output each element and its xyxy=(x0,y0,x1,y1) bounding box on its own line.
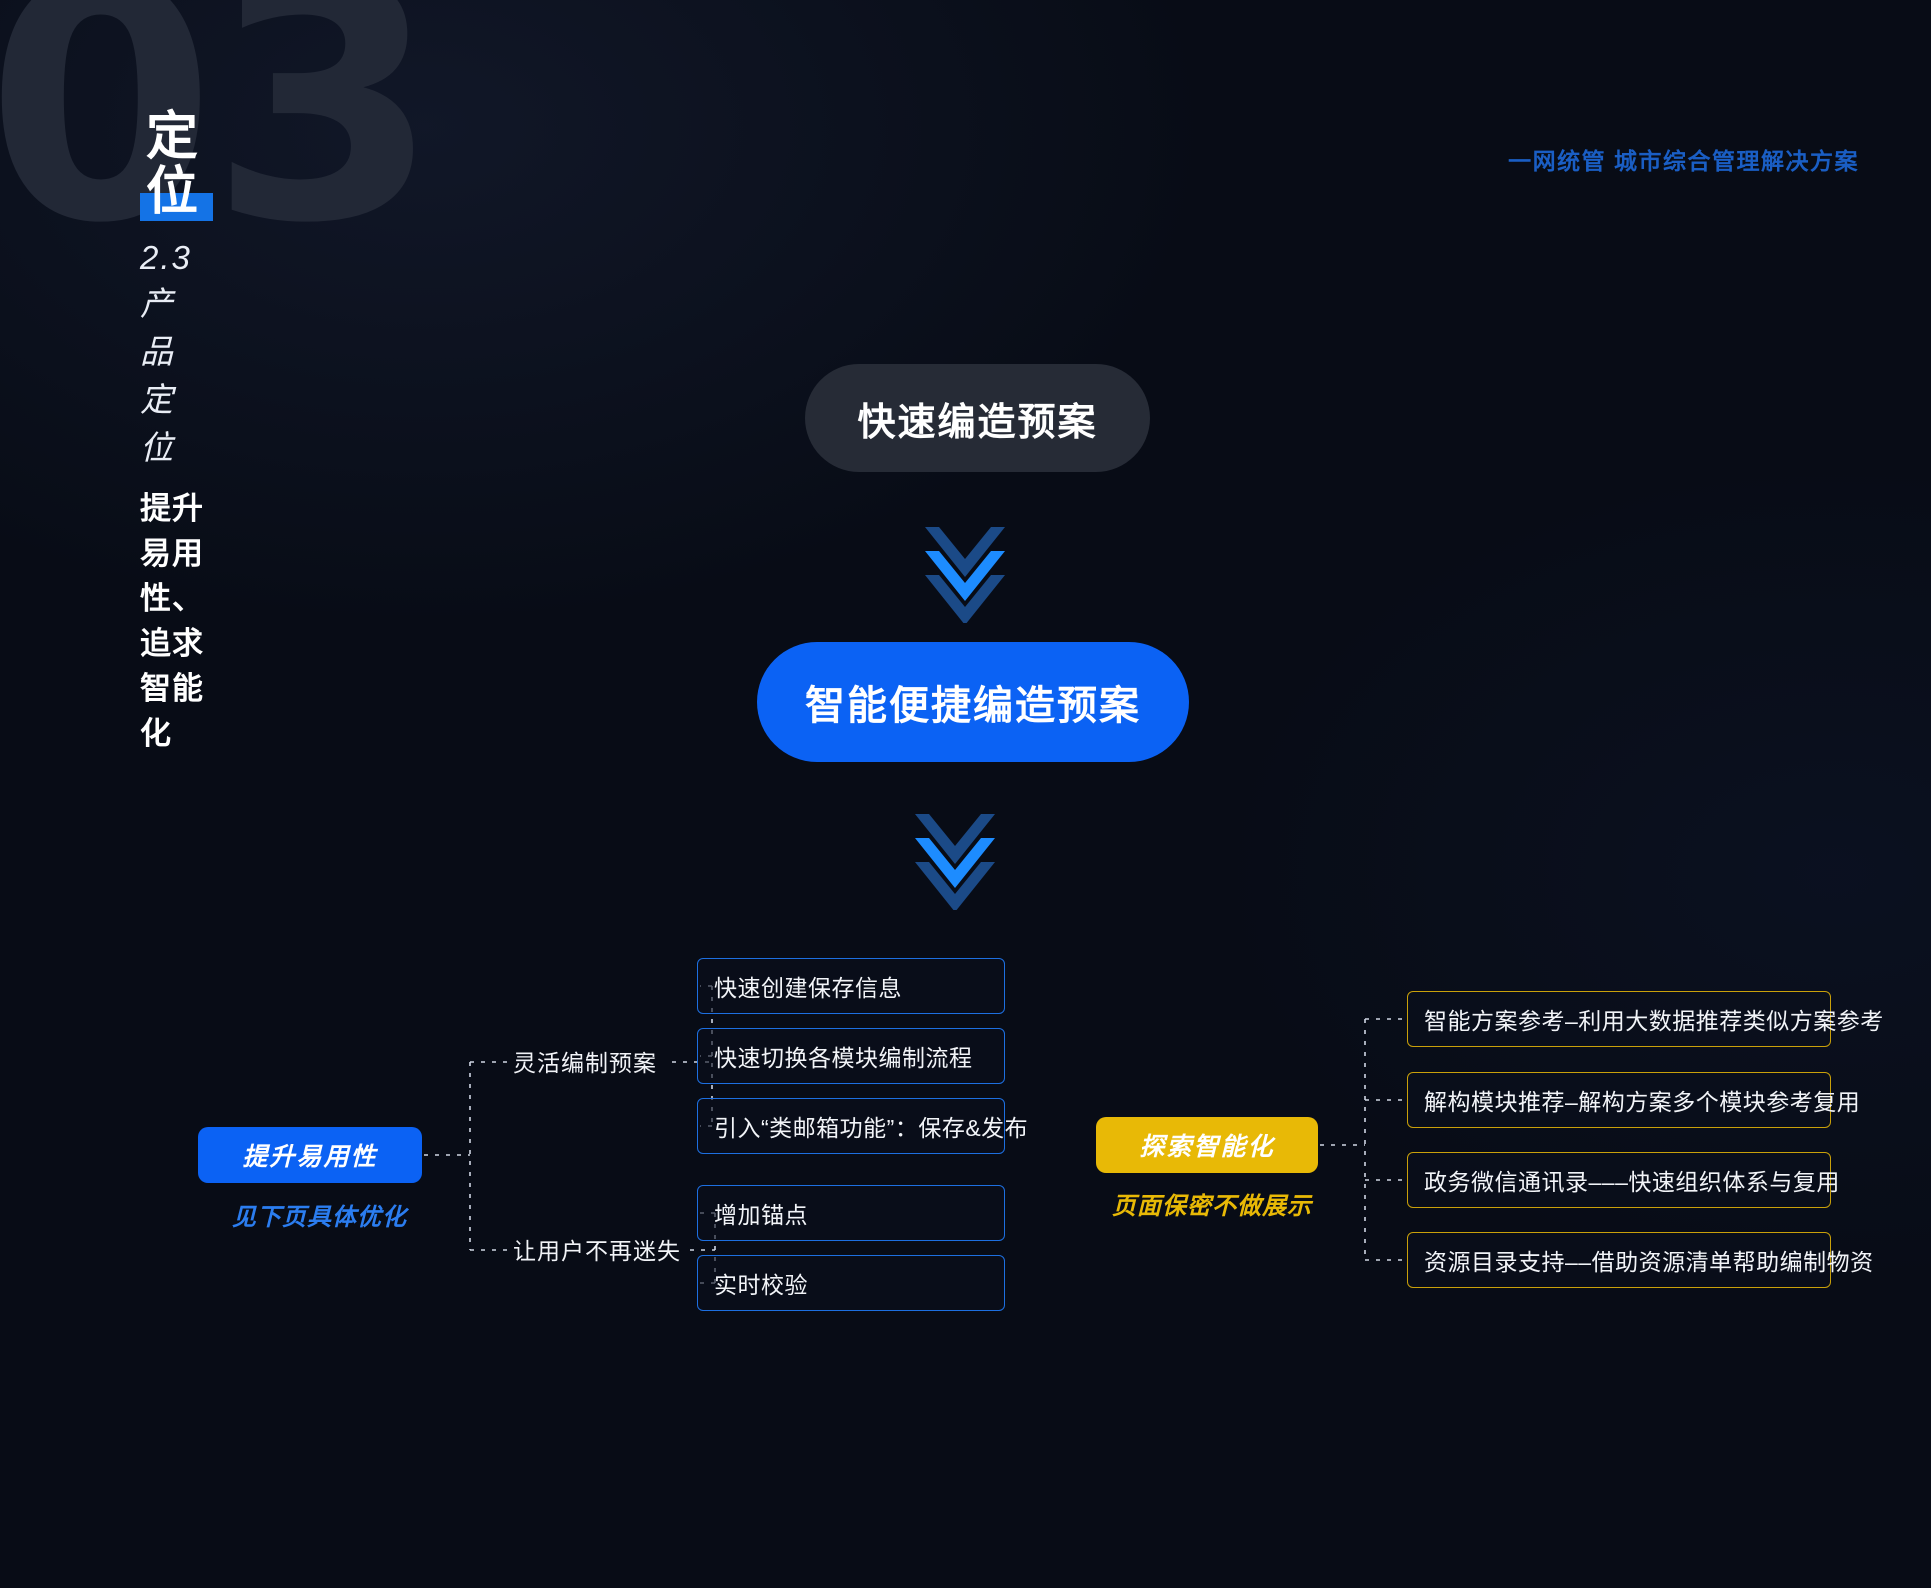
double-chevron-down-icon-bottom xyxy=(915,812,995,915)
item-box-label: 快速创建保存信息 xyxy=(714,975,902,1001)
flow-step-after-label: 智能便捷编造预案 xyxy=(805,684,1141,728)
branch-tag-intelligence-label: 探索智能化 xyxy=(1139,1133,1275,1161)
item-box-label: 解构模块推荐–解构方案多个模块参考复用 xyxy=(1424,1089,1861,1115)
branch-note-intelligence: 页面保密不做展示 xyxy=(1112,1193,1312,1220)
item-box[interactable]: 快速切换各模块编制流程 xyxy=(697,1028,1005,1084)
item-box-label: 增加锚点 xyxy=(714,1202,808,1228)
branch-note-usability: 见下页具体优化 xyxy=(232,1204,407,1231)
brand-tagline: 一网统管 城市综合管理解决方案 xyxy=(1508,148,1859,174)
item-box[interactable]: 资源目录支持––借助资源清单帮助编制物资 xyxy=(1407,1232,1873,1288)
page-title: 定位 xyxy=(140,108,214,222)
item-box[interactable]: 快速创建保存信息 xyxy=(697,958,1005,1014)
item-box[interactable]: 解构模块推荐–解构方案多个模块参考复用 xyxy=(1407,1072,1860,1128)
branch-group-label-navigation: 让用户不再迷失 xyxy=(513,1238,681,1264)
title-block: 定位 2.3 产品定位 提升易用性、追求智能化 xyxy=(140,108,214,753)
branch-tag-intelligence[interactable]: 探索智能化 xyxy=(1096,1117,1318,1173)
item-box-label: 引入“类邮箱功能”：保存&发布 xyxy=(714,1115,1029,1141)
double-chevron-down-icon-top xyxy=(925,525,1005,628)
slide-number-watermark: 03 xyxy=(0,0,439,295)
flow-step-after: 智能便捷编造预案 xyxy=(757,642,1189,762)
page-title-text: 定位 xyxy=(146,108,202,221)
item-box[interactable]: 引入“类邮箱功能”：保存&发布 xyxy=(697,1098,1028,1154)
item-box[interactable]: 智能方案参考–利用大数据推荐类似方案参考 xyxy=(1407,991,1883,1047)
item-box[interactable]: 实时校验 xyxy=(697,1255,1005,1311)
flow-step-before-label: 快速编造预案 xyxy=(857,401,1098,444)
item-box-label: 资源目录支持––借助资源清单帮助编制物资 xyxy=(1424,1249,1874,1275)
page-subtitle: 2.3 产品定位 xyxy=(140,239,192,467)
page-description: 提升易用性、追求智能化 xyxy=(140,491,204,752)
item-box-label: 实时校验 xyxy=(714,1272,808,1298)
item-box-label: 政务微信通讯录–––快速组织体系与复用 xyxy=(1424,1169,1840,1195)
item-box[interactable]: 增加锚点 xyxy=(697,1185,1005,1241)
flow-step-before: 快速编造预案 xyxy=(805,364,1150,472)
branch-group-label-flexible: 灵活编制预案 xyxy=(513,1050,657,1076)
branch-tag-usability-label: 提升易用性 xyxy=(242,1143,378,1171)
item-box[interactable]: 政务微信通讯录–––快速组织体系与复用 xyxy=(1407,1152,1839,1208)
branch-tag-usability[interactable]: 提升易用性 xyxy=(198,1127,422,1183)
item-box-label: 快速切换各模块编制流程 xyxy=(714,1045,973,1071)
item-box-label: 智能方案参考–利用大数据推荐类似方案参考 xyxy=(1424,1008,1884,1034)
